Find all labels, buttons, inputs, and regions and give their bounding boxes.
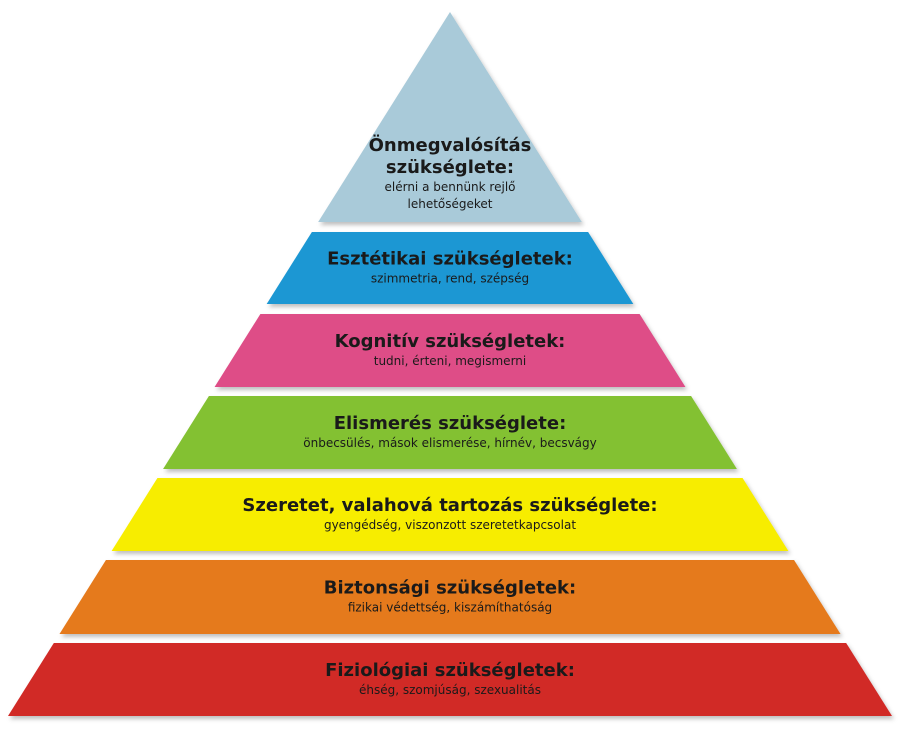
- pyramid-level-physiological: Fiziológiai szükségletek: éhség, szomjúsá…: [8, 643, 892, 716]
- level-title: Önmegvalósítás: [369, 134, 532, 156]
- level-description: önbecsülés, mások elismerése, hírnév, be…: [303, 436, 597, 450]
- pyramid-level-aesthetic: Esztétikai szükségletek: szimmetria, rend…: [266, 232, 634, 304]
- pyramid-level-shape: [266, 232, 634, 304]
- pyramid-level-shape: [163, 396, 737, 469]
- level-description: éhség, szomjúság, szexualitás: [359, 683, 541, 697]
- pyramid-level-shape: [318, 12, 582, 222]
- pyramid-level-esteem: Elismerés szükséglete: önbecsülés, mások …: [163, 396, 737, 469]
- pyramid-level-shape: [214, 314, 686, 387]
- level-description: tudni, érteni, megismerni: [374, 354, 526, 368]
- pyramid-level-shape: [59, 560, 841, 634]
- level-description: elérni a bennünk rejlő: [385, 180, 516, 194]
- pyramid-level-love-belonging: Szeretet, valahová tartozás szükséglete:…: [111, 478, 789, 551]
- pyramid-level-shape: [111, 478, 789, 551]
- pyramid-level-shape: [8, 643, 892, 716]
- level-title: szükséglete:: [386, 157, 514, 178]
- level-title: Biztonsági szükségletek:: [324, 578, 576, 599]
- level-title: Elismerés szükséglete:: [334, 413, 567, 434]
- level-title: Szeretet, valahová tartozás szükséglete:: [242, 495, 657, 516]
- level-description: szimmetria, rend, szépség: [371, 272, 529, 286]
- pyramid-level-safety: Biztonsági szükségletek: fizikai védettsé…: [59, 560, 841, 634]
- pyramid-level-cognitive: Kognitív szükségletek: tudni, érteni, meg…: [214, 314, 686, 387]
- level-title: Fiziológiai szükségletek:: [325, 660, 575, 681]
- level-title: Kognitív szükségletek:: [335, 331, 566, 352]
- level-title: Esztétikai szükségletek:: [327, 249, 573, 270]
- level-description: fizikai védettség, kiszámíthatóság: [348, 601, 552, 615]
- level-description: gyengédség, viszonzott szeretetkapcsolat: [324, 518, 576, 532]
- level-description: lehetőségeket: [408, 197, 493, 211]
